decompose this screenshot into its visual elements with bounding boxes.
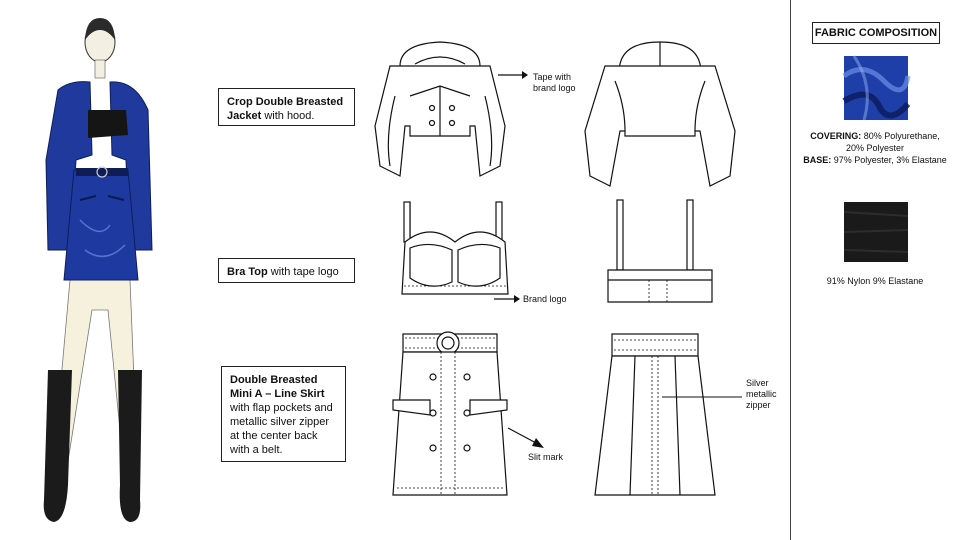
blue-fabric-swatch — [842, 55, 911, 121]
brand-logo-arrow — [494, 295, 520, 303]
jacket-front-sketch — [374, 41, 506, 177]
figure-boot-left — [43, 370, 72, 522]
zipper-annotation: Silver metallic zipper — [746, 378, 777, 410]
bra-top-back-sketch — [607, 199, 713, 303]
skirt-back-sketch — [594, 333, 716, 496]
black-fabric-composition: 91% Nylon 9% Elastane — [826, 276, 924, 286]
slit-mark-arrow — [507, 427, 544, 448]
covering-label: COVERING: — [810, 131, 862, 141]
jacket-label-rest: with hood. — [261, 110, 315, 122]
figure-boot-right — [118, 370, 142, 522]
tape-logo-arrow — [498, 71, 528, 79]
skirt-label-bold: Double Breasted Mini A – Line Skirt — [230, 374, 325, 400]
jacket-back-sketch — [584, 41, 736, 187]
bra-top-front-sketch — [401, 201, 509, 295]
panel-divider — [790, 0, 791, 540]
skirt-label-rest: with flap pockets and metallic silver zi… — [230, 402, 333, 456]
figure-cap — [85, 18, 115, 40]
jacket-label: Crop Double Breasted Jacket with hood. — [218, 88, 355, 126]
base-text: 97% Polyester, 3% Elastane — [831, 155, 947, 165]
black-fabric-swatch — [843, 202, 909, 262]
zipper-pointer — [662, 396, 742, 398]
skirt-label: Double Breasted Mini A – Line Skirt with… — [221, 366, 346, 462]
tape-logo-annotation: Tape with brand logo — [533, 72, 576, 93]
brand-logo-annotation: Brand logo — [523, 294, 567, 304]
bra-label-rest: with tape logo — [267, 266, 339, 278]
fabric-composition-title: FABRIC COMPOSITION — [812, 22, 940, 44]
covering-text: 80% Polyurethane, 20% Polyester — [845, 131, 940, 153]
fashion-illustration — [43, 18, 153, 522]
blue-fabric-composition: COVERING: 80% Polyurethane, 20% Polyeste… — [800, 130, 950, 166]
figure-skirt — [63, 169, 139, 281]
bra-label-bold: Bra Top — [227, 266, 268, 278]
figure-jacket — [45, 81, 93, 251]
base-label: BASE: — [803, 155, 832, 165]
skirt-front-sketch — [392, 331, 508, 496]
jacket-label-bold: Crop Double Breasted Jacket — [227, 96, 344, 122]
slit-mark-annotation: Slit mark — [528, 452, 564, 462]
bra-label: Bra Top with tape logo — [218, 258, 355, 283]
figure-bra-top — [88, 110, 128, 138]
